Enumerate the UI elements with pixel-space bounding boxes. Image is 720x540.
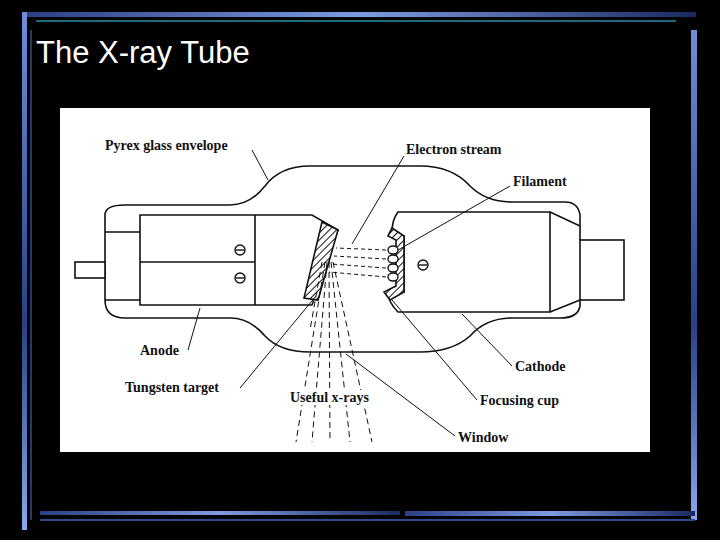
- cathode-stem: [580, 240, 624, 300]
- frame-bar: [36, 20, 676, 22]
- screw: [418, 260, 428, 270]
- part-label: Window: [458, 430, 508, 445]
- anode-seam: [254, 215, 256, 305]
- frame-bar: [30, 30, 32, 520]
- part-label: Filament: [513, 174, 567, 189]
- screw: [235, 273, 245, 283]
- slide-title: The X-ray Tube: [36, 36, 250, 70]
- frame-bar: [22, 12, 27, 530]
- figure-panel: [60, 108, 650, 452]
- anode-sleeve: [105, 232, 140, 300]
- part-label: Tungsten target: [125, 380, 219, 395]
- anode-block: [140, 215, 338, 305]
- frame-bar: [691, 30, 697, 520]
- frame-bar: [40, 519, 695, 521]
- xray-beam: [296, 262, 372, 442]
- tungsten-target: [304, 222, 338, 300]
- part-label: Focusing cup: [480, 393, 559, 408]
- leader-lines: [188, 150, 512, 436]
- glass-envelope: [105, 166, 580, 352]
- part-label: Pyrex glass envelope: [105, 138, 228, 153]
- beam-label: Useful x-rays: [288, 390, 371, 405]
- frame-bar: [40, 511, 400, 515]
- screw: [236, 249, 244, 250]
- screw: [236, 277, 244, 278]
- part-label: Electron stream: [406, 142, 502, 157]
- focusing-cup: [384, 228, 404, 300]
- cathode-sleeve: [550, 212, 580, 312]
- part-label: Cathode: [515, 359, 566, 374]
- screw: [235, 245, 245, 255]
- frame-bar: [405, 511, 695, 516]
- anode-seam: [140, 261, 255, 263]
- anode-stem: [75, 262, 105, 278]
- filament-coil: [388, 246, 398, 281]
- part-label: Anode: [140, 343, 179, 358]
- screw: [419, 264, 427, 265]
- cathode-block: [388, 212, 550, 312]
- frame-bar: [24, 12, 696, 17]
- electron-stream: [329, 248, 386, 277]
